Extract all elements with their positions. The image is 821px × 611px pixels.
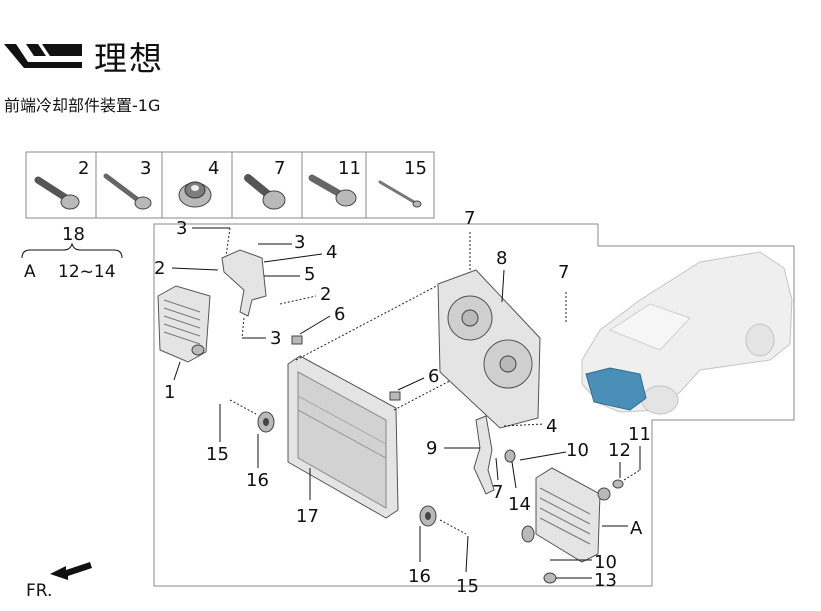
callout-15a: 15: [206, 444, 229, 465]
part-mount-left: [257, 411, 275, 433]
callout-5: 5: [304, 264, 315, 285]
assembly-frame: [153, 223, 795, 587]
callout-10a: 10: [566, 440, 589, 461]
fastener-box-number: 2: [78, 158, 89, 179]
group-number: 18: [62, 224, 85, 245]
part-mount-lower: [419, 505, 437, 527]
callout-11: 11: [628, 424, 651, 445]
callout-12: 12: [608, 440, 631, 461]
callout-10b: 10: [594, 552, 617, 573]
fastener-box-number: 15: [404, 158, 427, 179]
brand-mark-icon: [4, 44, 82, 68]
callout-7b: 7: [558, 262, 569, 283]
fastener-box-number: 11: [338, 158, 361, 179]
callout-15b: 15: [456, 576, 479, 597]
callout-A: A: [630, 518, 643, 539]
page-title: 前端冷却部件装置-1G: [4, 96, 161, 115]
callout-1: 1: [164, 382, 175, 403]
fastener-box-15: 15: [365, 151, 435, 219]
group-18-bracket: 18 A 12~14: [21, 224, 123, 282]
callout-4a: 4: [326, 242, 337, 263]
callout-16a: 16: [246, 470, 269, 491]
fastener-box-11: 11: [301, 151, 367, 219]
fastener-box-7: 7: [231, 151, 303, 219]
callout-9: 9: [426, 438, 437, 459]
callout-2a: 2: [154, 258, 165, 279]
part-bracket-lower: [473, 415, 495, 495]
vehicle-illustration: [581, 251, 793, 415]
front-direction-indicator: FR.: [26, 562, 92, 601]
part-nut: [543, 572, 557, 584]
group-left-label: A: [24, 262, 36, 282]
callout-4b: 4: [546, 416, 557, 437]
brand-name: 理想: [94, 39, 164, 78]
fastener-box-2: 2: [25, 151, 97, 219]
fastener-box-4: 4: [161, 151, 233, 219]
callout-3a: 3: [176, 218, 187, 239]
fastener-box-number: 7: [274, 158, 285, 179]
part-fan-shroud: [437, 269, 541, 429]
brand-logo: 理想: [4, 32, 164, 80]
callout-3b: 3: [294, 232, 305, 253]
group-range-label: 12~14: [58, 262, 116, 282]
callout-16b: 16: [408, 566, 431, 587]
part-grommet: [504, 449, 516, 463]
fastener-box-number: 4: [208, 158, 219, 179]
callout-6b: 6: [428, 366, 439, 387]
part-bracket-upper: [221, 249, 267, 317]
callout-2b: 2: [320, 284, 331, 305]
arrow-left-icon: [50, 562, 92, 580]
highlighted-front-module: [585, 367, 647, 411]
part-clip-lower: [389, 391, 401, 401]
front-label: FR.: [26, 581, 52, 601]
part-radiator: [287, 355, 399, 519]
fastener-box-number: 3: [140, 158, 151, 179]
part-intercooler-left: [157, 285, 211, 363]
callout-7c: 7: [492, 482, 503, 503]
part-clip-upper: [291, 335, 303, 345]
part-washer: [612, 479, 624, 489]
callout-8: 8: [496, 248, 507, 269]
fastener-box-3: 3: [95, 151, 163, 219]
callout-17: 17: [296, 506, 319, 527]
callout-6a: 6: [334, 304, 345, 325]
part-intercooler-right: [521, 467, 611, 563]
callout-13: 13: [594, 570, 617, 591]
callout-14: 14: [508, 494, 531, 515]
callout-3c: 3: [270, 328, 281, 349]
callout-7a: 7: [464, 208, 475, 229]
